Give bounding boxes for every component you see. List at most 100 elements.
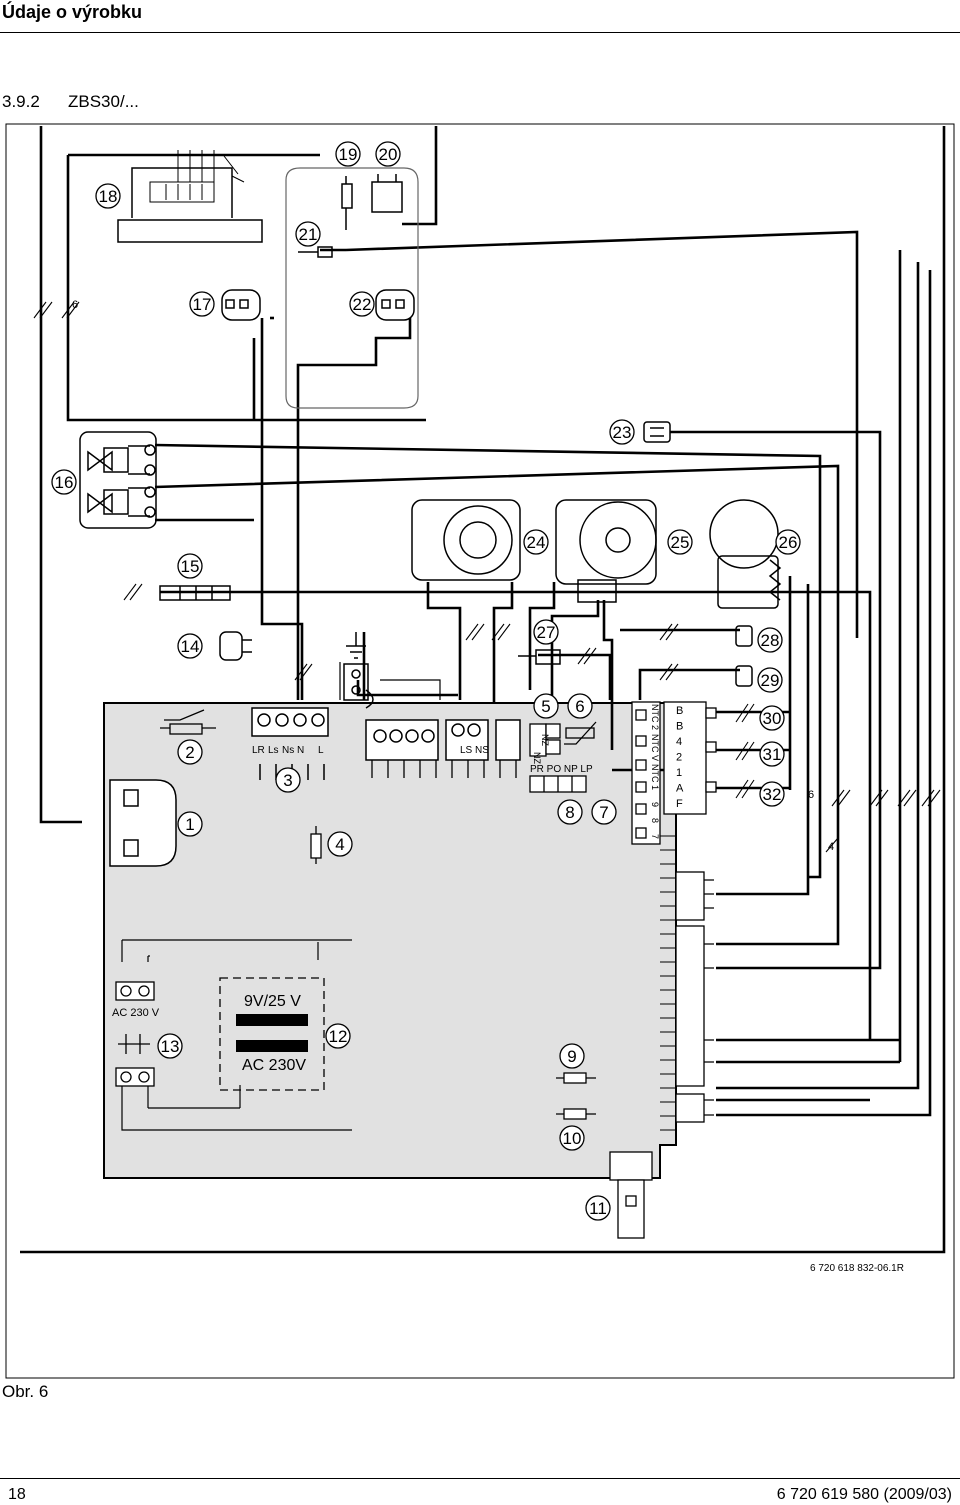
plug-connectors [221, 289, 415, 321]
board-pin-comb [660, 835, 676, 1131]
callout-21: 21 [295, 221, 321, 247]
callout-number: 26 [779, 533, 798, 552]
callout-number: 27 [537, 623, 556, 642]
thermistor-symbol [564, 721, 597, 745]
callout-10: 10 [559, 1125, 585, 1151]
callout-20: 20 [375, 141, 401, 167]
callout-circle [533, 693, 559, 719]
thin-wires [121, 662, 441, 1131]
label-pin-8: 8 [650, 818, 660, 823]
mains-connector [115, 981, 155, 1087]
wire-break-marks [33, 301, 941, 853]
label-ns: Ns [282, 745, 294, 756]
bus-label: 1 [676, 767, 682, 779]
terminal-block-3 [251, 707, 329, 780]
callout-number: 10 [563, 1129, 582, 1148]
callout-16: 16 [51, 469, 77, 495]
wire-count-b: 6 [808, 789, 814, 801]
callout-circle [177, 811, 203, 837]
misc-labels: 6 6 4 9V/25 V AC 230V AC 230 V 6 720 618… [72, 299, 904, 1274]
callout-3: 3 [275, 767, 301, 793]
board-pins [371, 760, 517, 778]
bus-label: B [676, 705, 683, 717]
callout-circle [591, 799, 617, 825]
callout-circle [51, 469, 77, 495]
board-edge-connectors [675, 871, 714, 1123]
callout-number: 5 [541, 697, 550, 716]
display-connector [609, 1151, 653, 1239]
callout-23: 23 [609, 419, 635, 445]
callout-number: 16 [55, 473, 74, 492]
callout-24: 24 [523, 529, 549, 555]
callout-circle [523, 529, 549, 555]
mains-plug [219, 631, 252, 661]
callout-number: 23 [613, 423, 632, 442]
callout-11: 11 [585, 1195, 611, 1221]
callout-circle [559, 1125, 585, 1151]
callout-31: 31 [759, 741, 785, 767]
callout-15: 15 [177, 553, 203, 579]
callout-7: 7 [591, 799, 617, 825]
callout-25: 25 [667, 529, 693, 555]
figure-label: Obr. 6 [2, 1382, 49, 1401]
callout-circle [667, 529, 693, 555]
spare-fuses [556, 1072, 596, 1120]
callout-number: 20 [379, 145, 398, 164]
callout-number: 11 [589, 1199, 607, 1218]
callout-18: 18 [95, 183, 121, 209]
label-pin-7: 7 [650, 834, 660, 839]
callout-circle [375, 141, 401, 167]
callout-circle [585, 1195, 611, 1221]
label-nz-2: NZ [532, 752, 542, 764]
callout-circle [177, 739, 203, 765]
bus-label: F [676, 798, 683, 810]
bus-label: 2 [676, 752, 682, 764]
label-ntc-1: NTC 1 [650, 764, 660, 790]
callout-number: 22 [353, 295, 372, 314]
label-nz-1: NZ [540, 734, 550, 746]
callout-number: 24 [527, 533, 546, 552]
callout-circle [567, 693, 593, 719]
callout-circle [533, 619, 559, 645]
callout-circle [759, 741, 785, 767]
wiring-harness [20, 126, 946, 1254]
callout-number: 15 [181, 557, 200, 576]
diagram-frame [5, 123, 955, 1379]
callout-number: 32 [763, 785, 782, 804]
callout-13: 13 [157, 1033, 183, 1059]
footer-page-number: 18 [8, 1486, 26, 1503]
earth-terminal [343, 632, 374, 709]
callout-22: 22 [349, 291, 375, 317]
sensor-connectors [735, 625, 753, 687]
main-switch [109, 779, 177, 867]
label-ls-ns: LS NS [460, 745, 489, 756]
burner-zone-outline [285, 167, 419, 409]
callout-number: 12 [329, 1027, 348, 1046]
callout-number: 2 [185, 743, 194, 762]
callout-29: 29 [757, 667, 783, 693]
callout-28: 28 [757, 627, 783, 653]
callout-number: 13 [161, 1037, 180, 1056]
callout-circle [559, 1043, 585, 1069]
label-ls: Ls [268, 745, 279, 756]
fuse-main [310, 826, 322, 864]
transformer-primary: AC 230V [242, 1057, 306, 1074]
footer-document-id: 6 720 619 580 (2009/03) [776, 1486, 952, 1503]
callout-circle [759, 781, 785, 807]
callout-circle [177, 553, 203, 579]
callout-circle [349, 291, 375, 317]
callout-circle [177, 633, 203, 659]
callout-number: 9 [567, 1047, 576, 1066]
callout-number: 29 [761, 671, 780, 690]
transformer-secondary: 9V/25 V [244, 993, 301, 1010]
wire-count-a: 6 [72, 299, 78, 311]
callout-number: 4 [335, 835, 344, 854]
callout-number: 14 [181, 637, 200, 656]
callout-number: 28 [761, 631, 780, 650]
callout-circle [757, 627, 783, 653]
callout-number: 30 [763, 709, 782, 728]
